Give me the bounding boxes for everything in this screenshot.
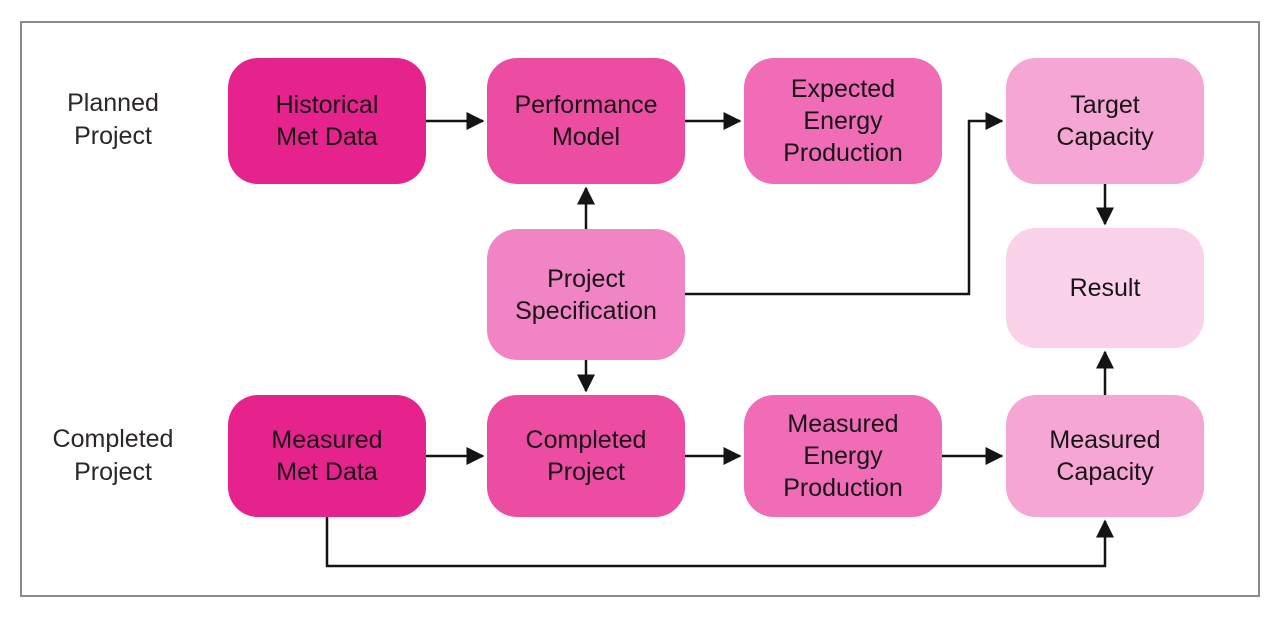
node-expected-energy-production: Expected Energy Production [744, 58, 942, 184]
row-label-completed-project: Completed Project [52, 425, 174, 486]
node-completed-project: Completed Project [487, 395, 685, 517]
row-label-planned-project: Planned Project [67, 89, 159, 150]
node-measured-energy-production: Measured Energy Production [744, 395, 942, 517]
node-result: Result [1006, 228, 1204, 348]
node-historical-met-data: Historical Met Data [228, 58, 426, 184]
node-measured-met-data: Measured Met Data [228, 395, 426, 517]
node-measured-capacity: Measured Capacity [1006, 395, 1204, 517]
node-performance-model: Performance Model [487, 58, 685, 184]
node-target-capacity: Target Capacity [1006, 58, 1204, 184]
node-project-specification: Project Specification [487, 229, 685, 360]
